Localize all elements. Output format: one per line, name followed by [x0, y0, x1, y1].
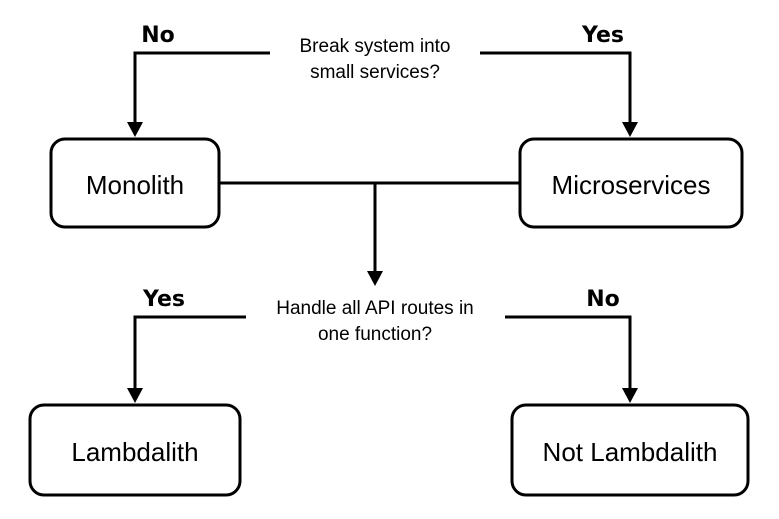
edge-q1-to-microservices	[480, 51, 632, 124]
arrow-to-monolith	[127, 122, 143, 137]
question-2-line-1: Handle all API routes in	[276, 298, 474, 319]
arrow-to-lambdalith	[127, 388, 143, 403]
node-microservices: Microservices	[518, 137, 744, 229]
question-2: Handle all API routes in one function?	[276, 298, 474, 345]
question-1-line-2: small services?	[310, 62, 440, 83]
node-microservices-label: Microservices	[552, 170, 711, 200]
answer-label-q2-yes: Yes	[142, 287, 185, 312]
answer-label-q1-yes: Yes	[581, 23, 624, 48]
answer-label-q1-no: No	[141, 23, 175, 48]
question-2-line-2: one function?	[318, 324, 432, 345]
question-1: Break system into small services?	[300, 36, 451, 83]
edge-q2-to-not-lambdalith	[505, 315, 632, 390]
node-monolith: Monolith	[49, 137, 221, 229]
arrow-to-microservices	[622, 122, 638, 137]
arrow-to-question-2	[367, 271, 383, 286]
node-not-lambdalith-label: Not Lambdalith	[543, 437, 718, 467]
answer-label-q2-no: No	[586, 287, 620, 312]
edge-q1-to-monolith	[133, 51, 270, 124]
arrow-to-not-lambdalith	[622, 388, 638, 403]
edge-q2-to-lambdalith	[133, 315, 246, 390]
node-lambdalith-label: Lambdalith	[71, 437, 198, 467]
node-lambdalith: Lambdalith	[28, 403, 242, 497]
node-monolith-label: Monolith	[86, 170, 184, 200]
node-not-lambdalith: Not Lambdalith	[510, 403, 750, 497]
question-1-line-1: Break system into	[300, 36, 451, 57]
